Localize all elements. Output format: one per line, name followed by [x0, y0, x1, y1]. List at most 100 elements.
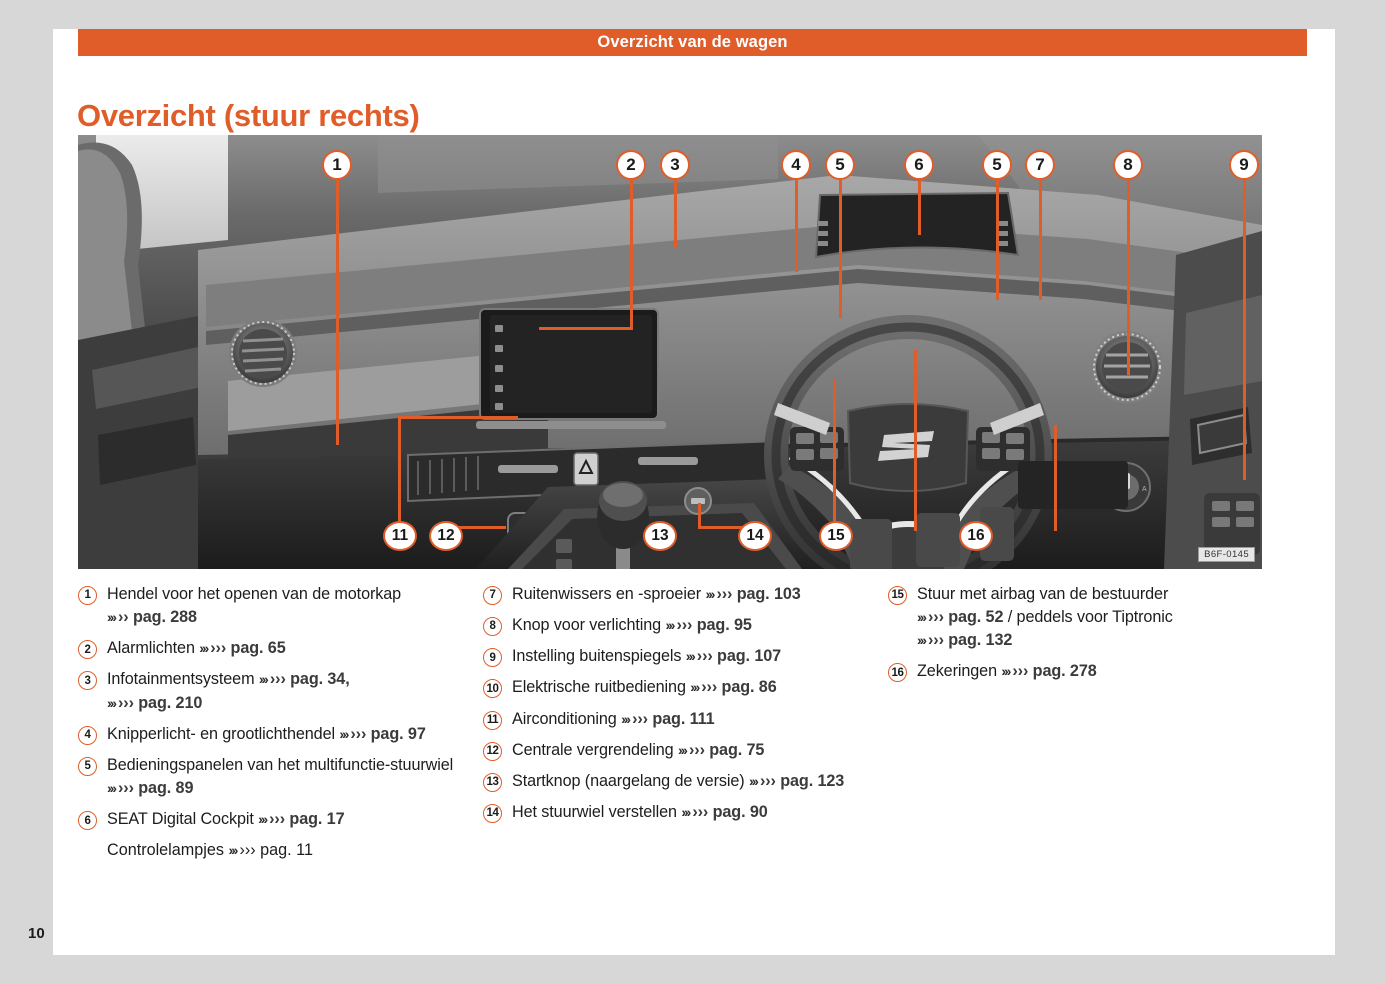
- leader-line-15: [914, 350, 917, 531]
- running-head-text: Overzicht van de wagen: [597, 33, 788, 51]
- legend-ref-7: ››› pag. 103: [716, 585, 801, 603]
- callout-12[interactable]: 12: [429, 521, 463, 551]
- legend-item-2[interactable]: 2 Alarmlichten ›››››› pag. 65: [78, 637, 483, 660]
- legend-item-6[interactable]: 6 SEAT Digital Cockpit ›››››› pag. 17: [78, 808, 483, 831]
- leader-line-13b: [698, 503, 701, 528]
- leader-line-5b: [996, 180, 999, 300]
- callout-5-right[interactable]: 5: [982, 150, 1012, 180]
- running-head-bar: Overzicht van de wagen: [78, 29, 1307, 56]
- legend-item-14[interactable]: 14 Het stuurwiel verstellen ›››››› pag. …: [483, 801, 888, 824]
- leader-line-3: [674, 180, 677, 248]
- legend-label-4: Knipperlicht- en grootlichthendel ››››››…: [107, 724, 426, 743]
- legend-label-9: Instelling buitenspiegels ›››››› pag. 10…: [512, 647, 782, 666]
- legend-column-2: 7 Ruitenwissers en -sproeier ›››››› pag.…: [483, 583, 888, 868]
- legend-label-13: Startknop (naargelang de versie) ›››››› …: [512, 771, 845, 790]
- legend-number-14: 14: [483, 804, 502, 824]
- legend-ref-3b: ››› pag. 210: [118, 693, 203, 712]
- leader-line-2b: [539, 327, 632, 330]
- legend-number-8: 8: [483, 617, 502, 637]
- legend-number-1: 1: [78, 586, 97, 605]
- legend-ref-8: ››› pag. 95: [676, 616, 752, 635]
- legend-number-2: 2: [78, 640, 97, 660]
- legend-number-10: 10: [483, 679, 502, 699]
- callout-15[interactable]: 15: [819, 521, 853, 551]
- legend-number-7: 7: [483, 586, 502, 605]
- legend-item-9[interactable]: 9 Instelling buitenspiegels ›››››› pag. …: [483, 645, 888, 668]
- legend-ref-11: ››› pag. 111: [632, 709, 715, 728]
- callout-5[interactable]: 5: [825, 150, 855, 180]
- window-control-panel: [1204, 493, 1260, 555]
- legend: 1 Hendel voor het openen van de motorkap…: [78, 583, 1293, 868]
- legend-tail-15: / peddels voor Tiptronic: [1003, 608, 1173, 627]
- legend-ref-6: ››› pag. 17: [269, 810, 345, 829]
- legend-label-10: Elektrische ruitbediening ›››››› pag. 86: [512, 678, 777, 697]
- legend-label-5: Bedieningspanelen van het multifunctie-s…: [107, 755, 454, 798]
- legend-number-12: 12: [483, 741, 502, 761]
- callout-9[interactable]: 9: [1229, 150, 1259, 180]
- legend-ref-3a: ››› pag. 34,: [269, 670, 350, 689]
- legend-item-3[interactable]: 3 Infotainmentsysteem ›››››› pag. 34,›››…: [78, 668, 483, 714]
- legend-number-9: 9: [483, 648, 502, 668]
- legend-label-3: Infotainmentsysteem ›››››› pag. 34,›››››…: [107, 670, 350, 712]
- legend-label-7: Ruitenwissers en -sproeier ›››››› pag. 1…: [512, 585, 801, 603]
- legend-item-8[interactable]: 8 Knop voor verlichting ›››››› pag. 95: [483, 614, 888, 637]
- callout-8[interactable]: 8: [1113, 150, 1143, 180]
- svg-text:A: A: [1142, 486, 1147, 493]
- legend-sub-ref-6: ››› pag. 11: [239, 841, 313, 860]
- dashboard-figure: 0 A: [78, 135, 1262, 569]
- legend-ref-13: ››› pag. 123: [759, 771, 845, 790]
- callout-1[interactable]: 1: [322, 150, 352, 180]
- legend-label-12: Centrale vergrendeling ›››››› pag. 75: [512, 740, 765, 759]
- legend-label-6: SEAT Digital Cockpit ›››››› pag. 17: [107, 810, 345, 829]
- legend-number-4: 4: [78, 725, 97, 745]
- legend-label-11: Airconditioning ›››››› pag. 111: [512, 709, 715, 728]
- legend-item-16[interactable]: 16 Zekeringen ›››››› pag. 278: [888, 660, 1288, 683]
- callout-11[interactable]: 11: [383, 521, 417, 551]
- callout-4[interactable]: 4: [781, 150, 811, 180]
- callout-14[interactable]: 14: [738, 521, 772, 551]
- legend-number-16: 16: [888, 663, 907, 683]
- legend-number-6: 6: [78, 811, 97, 831]
- callout-13[interactable]: 13: [643, 521, 677, 551]
- legend-item-13[interactable]: 13 Startknop (naargelang de versie) ››››…: [483, 770, 888, 793]
- leader-line-7: [1039, 180, 1042, 300]
- legend-label-15: Stuur met airbag van de bestuurder ›››››…: [917, 585, 1173, 650]
- legend-label-2: Alarmlichten ›››››› pag. 65: [107, 639, 286, 658]
- legend-item-15[interactable]: 15 Stuur met airbag van de bestuurder ››…: [888, 583, 1288, 652]
- legend-ref-14: ››› pag. 90: [692, 803, 768, 822]
- leader-line-11a: [398, 418, 401, 531]
- figure-code-label: B6F-0145: [1198, 547, 1255, 562]
- central-locking-button: [556, 539, 572, 569]
- turn-signal-stalk: [774, 403, 830, 435]
- pedals: [850, 507, 1014, 569]
- left-air-vent: [229, 319, 297, 387]
- callout-7[interactable]: 7: [1025, 150, 1055, 180]
- legend-item-5[interactable]: 5 Bedieningspanelen van het multifunctie…: [78, 754, 483, 800]
- leader-line-9: [1243, 180, 1246, 480]
- legend-label-16: Zekeringen ›››››› pag. 278: [917, 662, 1097, 681]
- legend-ref-4: ››› pag. 97: [350, 724, 426, 743]
- callout-6[interactable]: 6: [904, 150, 934, 180]
- leader-line-14: [833, 380, 836, 531]
- legend-item-10[interactable]: 10 Elektrische ruitbediening ›››››› pag.…: [483, 676, 888, 699]
- callout-2[interactable]: 2: [616, 150, 646, 180]
- leader-line-11b: [398, 416, 518, 419]
- callout-3[interactable]: 3: [660, 150, 690, 180]
- legend-ref-9: ››› pag. 107: [696, 647, 782, 666]
- callout-16[interactable]: 16: [959, 521, 993, 551]
- legend-number-11: 11: [483, 710, 502, 730]
- legend-label-1: Hendel voor het openen van de motorkap ›…: [107, 585, 402, 627]
- legend-ref-15a: ››› pag. 52: [928, 608, 1004, 627]
- legend-item-4[interactable]: 4 Knipperlicht- en grootlichthendel ››››…: [78, 723, 483, 746]
- infotainment-display: [476, 308, 666, 429]
- legend-sub-6[interactable]: Controlelampjes ›››››› pag. 11: [107, 841, 313, 860]
- legend-item-1[interactable]: 1 Hendel voor het openen van de motorkap…: [78, 583, 483, 629]
- legend-item-11[interactable]: 11 Airconditioning ›››››› pag. 111: [483, 708, 888, 731]
- legend-item-12[interactable]: 12 Centrale vergrendeling ›››››› pag. 75: [483, 739, 888, 762]
- wiper-stalk: [990, 403, 1044, 435]
- legend-ref-10: ››› pag. 86: [701, 678, 777, 697]
- leader-line-12: [444, 526, 506, 529]
- legend-item-7[interactable]: 7 Ruitenwissers en -sproeier ›››››› pag.…: [483, 583, 888, 606]
- leader-line-13a: [698, 526, 756, 529]
